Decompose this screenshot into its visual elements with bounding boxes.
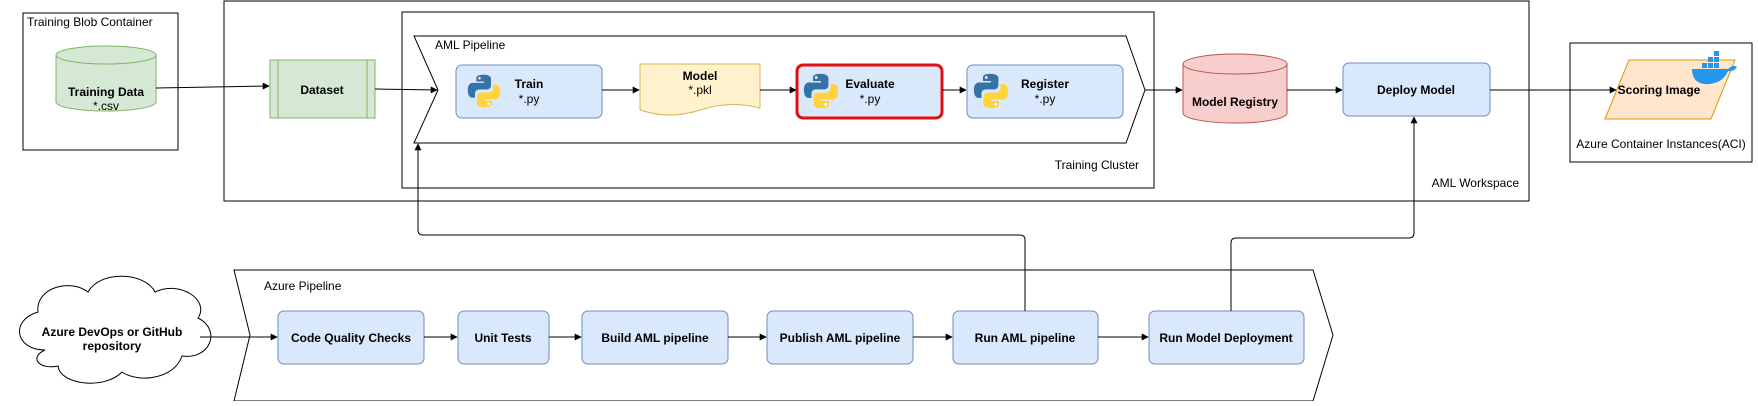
edge-training-data-dataset [155, 82, 270, 90]
aml-workspace-container [223, 0, 1530, 202]
aci-label: Azure Container Instances(ACI) [1576, 137, 1745, 151]
edge-dataset-pipeline [374, 86, 438, 94]
run-deploy-step[interactable]: Run Model Deployment [1148, 310, 1305, 365]
training-blob-container [22, 12, 179, 151]
model-title: Model [683, 69, 718, 83]
run-aml-step[interactable]: Run AML pipeline [952, 310, 1099, 365]
publish-aml-title: Publish AML pipeline [780, 331, 901, 345]
edge-run-aml-to-aml-pipeline [414, 143, 1026, 311]
edge-run-deploy-to-deploy-model [1230, 116, 1418, 311]
aml-workspace-label: AML Workspace [1432, 176, 1520, 190]
register-title: Register [1021, 77, 1069, 91]
publish-aml-step[interactable]: Publish AML pipeline [766, 310, 914, 365]
repository-cloud[interactable]: Azure DevOps or GitHub repository [19, 275, 212, 384]
scoring-image-node[interactable]: Scoring Image [1604, 51, 1737, 120]
dataset-title: Dataset [300, 83, 343, 97]
training-cluster-container [401, 11, 1155, 189]
register-sub: *.py [1035, 92, 1056, 106]
code-quality-title: Code Quality Checks [291, 331, 411, 345]
evaluate-title: Evaluate [845, 77, 895, 91]
training-data-title: Training Data [68, 85, 144, 99]
unit-tests-step[interactable]: Unit Tests [457, 310, 550, 365]
azure-pipeline-label: Azure Pipeline [264, 279, 342, 293]
scoring-image-title: Scoring Image [1618, 83, 1701, 97]
deploy-model-title: Deploy Model [1377, 83, 1455, 97]
model-artifact[interactable]: Model *.pkl [639, 63, 761, 116]
repository-line2: repository [83, 339, 142, 353]
evaluate-step[interactable]: Evaluate *.py [795, 63, 944, 120]
repository-line1: Azure DevOps or GitHub [42, 325, 183, 339]
evaluate-sub: *.py [860, 92, 881, 106]
aml-pipeline-label: AML Pipeline [435, 38, 506, 52]
training-blob-container-label: Training Blob Container [27, 15, 153, 29]
training-data-sub: *.csv [93, 99, 119, 113]
train-title: Train [515, 77, 544, 91]
unit-tests-title: Unit Tests [474, 331, 531, 345]
model-registry-title: Model Registry [1192, 95, 1278, 109]
run-deploy-title: Run Model Deployment [1159, 331, 1292, 345]
build-aml-title: Build AML pipeline [601, 331, 709, 345]
deploy-model-node[interactable]: Deploy Model [1342, 62, 1491, 117]
aml-pipeline-shape [413, 35, 1146, 144]
training-data-store[interactable]: Training Data *.csv [55, 45, 157, 113]
dataset-node[interactable]: Dataset [269, 59, 376, 119]
code-quality-step[interactable]: Code Quality Checks [277, 310, 425, 365]
training-cluster-label: Training Cluster [1055, 158, 1139, 172]
model-registry-store[interactable]: Model Registry [1182, 53, 1288, 124]
aci-container [1569, 42, 1753, 163]
train-step[interactable]: Train *.py [455, 64, 603, 119]
run-aml-title: Run AML pipeline [975, 331, 1076, 345]
model-sub: *.pkl [688, 83, 711, 97]
register-step[interactable]: Register *.py [966, 64, 1124, 119]
build-aml-step[interactable]: Build AML pipeline [581, 310, 729, 365]
docker-whale-icon [1692, 51, 1737, 85]
train-sub: *.py [519, 92, 540, 106]
